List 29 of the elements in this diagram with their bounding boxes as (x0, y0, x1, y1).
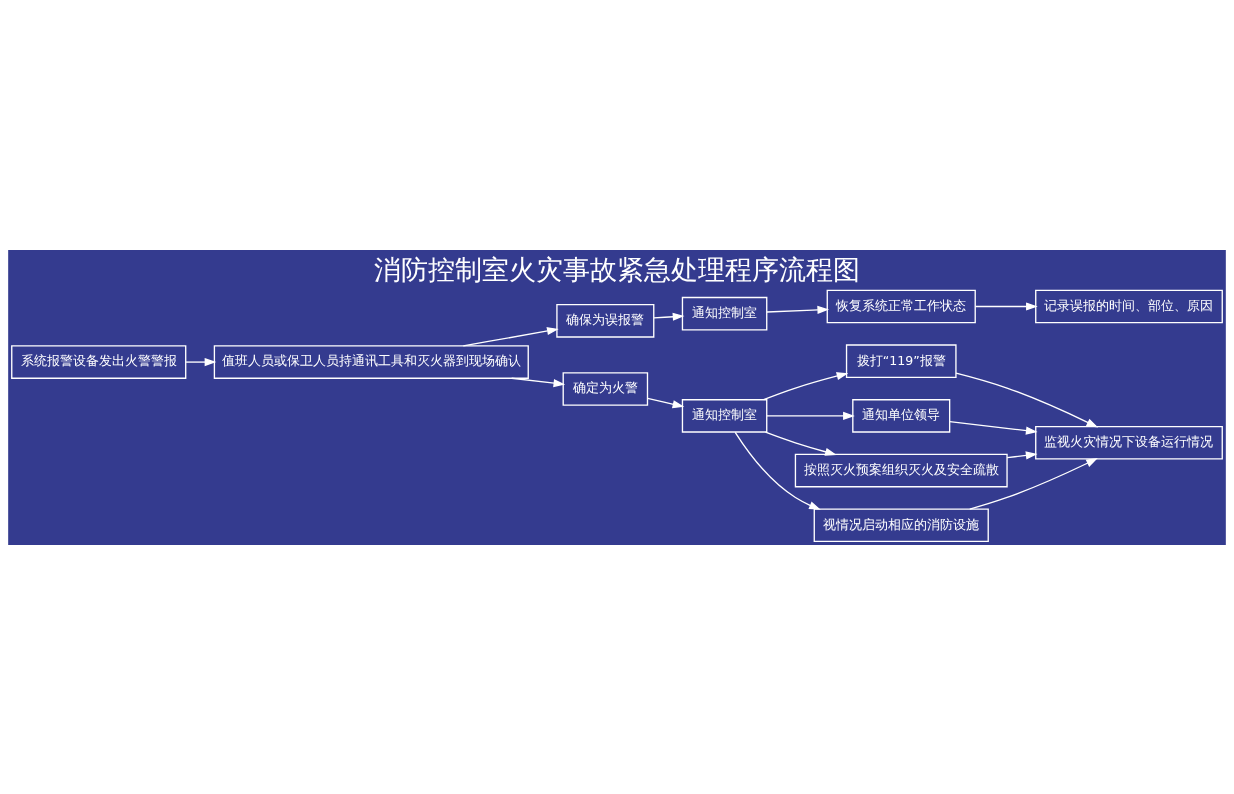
node-box: 记录误报的时间、部位、原因 (1035, 289, 1223, 323)
arrow (766, 411, 855, 420)
arrow (969, 457, 1098, 510)
node-box: 确保为误报警 (556, 303, 655, 338)
node-box: 值班人员或保卫人员持通讯工具和灭火器到现场确认 (213, 344, 529, 379)
node-box: 通知单位领导 (852, 398, 951, 433)
node-box: 视情况启动相应的消防设施 (813, 507, 989, 542)
node-box: 通知控制室 (681, 296, 768, 330)
arrow (949, 420, 1038, 435)
arrow (511, 377, 566, 387)
node-box: 拨打“119”报警 (845, 343, 957, 378)
arrow (647, 397, 685, 408)
arrow (955, 371, 1099, 427)
node-box: 按照灭火预案组织灭火及安全疏散 (794, 453, 1008, 487)
diagram-title: 消防控制室火灾事故紧急处理程序流程图 (374, 253, 860, 285)
node-box: 通知控制室 (681, 398, 768, 433)
arrow (1006, 450, 1038, 459)
arrow (764, 430, 837, 456)
node-box: 系统报警设备发出火警警报 (11, 344, 187, 379)
arrow (734, 431, 821, 510)
node-box: 恢复系统正常工作状态 (826, 289, 976, 323)
node-box: 确定为火警 (562, 371, 649, 406)
arrow (974, 301, 1038, 311)
arrow (462, 326, 559, 347)
node-box: 监视火灾情况下设备运行情况 (1035, 425, 1223, 460)
arrow (763, 371, 849, 400)
arrow (766, 305, 830, 314)
arrow (185, 357, 217, 366)
arrow (653, 312, 685, 321)
